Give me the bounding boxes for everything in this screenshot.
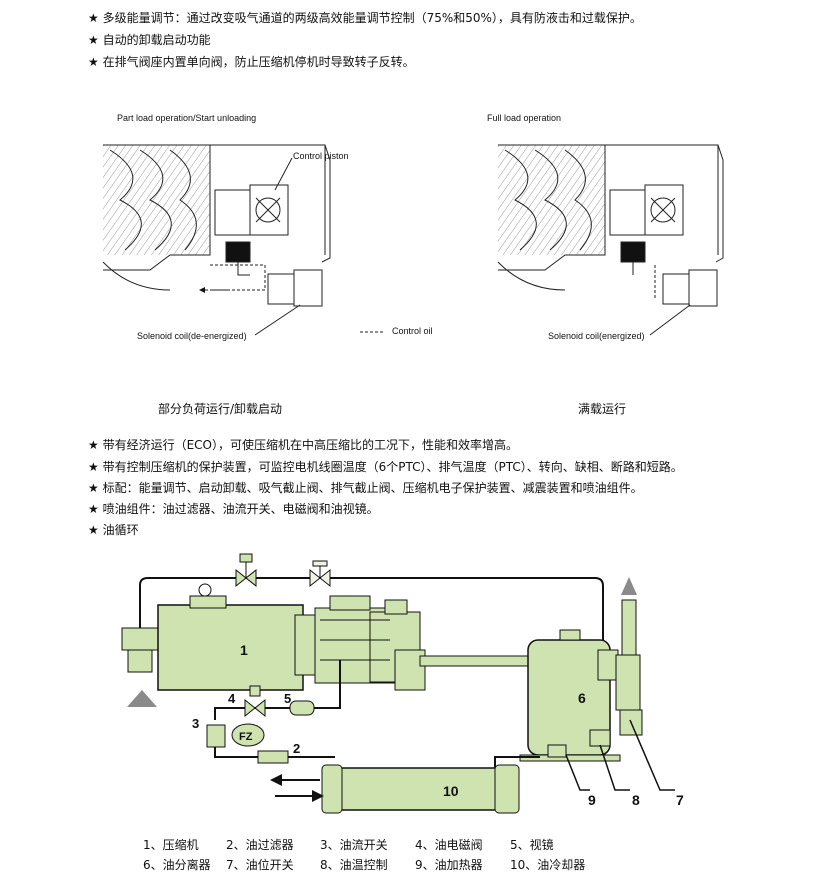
label-5: 5 bbox=[284, 691, 291, 706]
feature-oil-circulation: ★ 油循环 bbox=[88, 523, 139, 537]
feature-capacity-control: ★ 多级能量调节：通过改变吸气通道的两级高效能量调节控制（75%和50%），具有… bbox=[88, 11, 642, 25]
right-diagram-caption: 满载运行 bbox=[578, 402, 627, 416]
legend-sight-glass: 5、视镜 bbox=[510, 838, 554, 852]
feature-standard: ★ 标配：能量调节、启动卸载、吸气截止阀、排气截止阀、压缩机电子保护装置、减震装… bbox=[88, 481, 643, 495]
solenoid-coil-deenergized-label: Solenoid coil(de-energized) bbox=[137, 331, 247, 341]
fz-label: FZ bbox=[239, 731, 253, 743]
feature-check-valve: ★ 在排气阀座内置单向阀，防止压缩机停机时导致转子反转。 bbox=[88, 55, 415, 69]
feature-protection: ★ 带有控制压缩机的保护装置，可监控电机线圈温度（6个PTC）、排气温度（PTC… bbox=[88, 460, 683, 474]
label-10: 10 bbox=[443, 783, 459, 799]
feature-unload-start: ★ 自动的卸载启动功能 bbox=[88, 33, 211, 47]
solenoid-coil-energized-label: Solenoid coil(energized) bbox=[548, 331, 645, 341]
right-section-drawing bbox=[497, 144, 724, 336]
legend-oil-filter: 2、油过滤器 bbox=[226, 838, 294, 852]
feature-oil-injection: ★ 喷油组件：油过滤器、油流开关、电磁阀和油视镜。 bbox=[88, 502, 379, 516]
label-4: 4 bbox=[228, 691, 236, 706]
label-1: 1 bbox=[240, 642, 248, 658]
legend-oil-level-switch: 7、油位开关 bbox=[226, 858, 294, 872]
control-oil-label: Control oil bbox=[392, 326, 433, 336]
suction-solenoid-valve bbox=[235, 553, 257, 588]
left-diagram-title: Part load operation/Start unloading bbox=[117, 113, 257, 123]
control-piston-label: Control piston bbox=[293, 151, 349, 161]
right-diagram-title: Full load operation bbox=[487, 113, 562, 123]
label-7: 7 bbox=[676, 792, 684, 808]
legend-oil-separator: 6、油分离器 bbox=[143, 858, 211, 872]
legend-oil-temp-control: 8、油温控制 bbox=[320, 858, 388, 872]
legend-oil-solenoid: 4、油电磁阀 bbox=[415, 838, 483, 852]
feature-eco: ★ 带有经济运行（ECO），可使压缩机在中高压缩比的工况下，性能和效率增高。 bbox=[88, 438, 518, 452]
label-6: 6 bbox=[578, 690, 586, 706]
discharge-arrow-icon bbox=[621, 577, 637, 595]
oil-circulation-diagram bbox=[121, 553, 675, 814]
legend-compressor: 1、压缩机 bbox=[143, 838, 199, 852]
suction-arrow-icon bbox=[127, 690, 157, 707]
discharge-shutoff-valve bbox=[309, 560, 331, 588]
label-9: 9 bbox=[588, 792, 596, 808]
compressor-body bbox=[157, 604, 304, 691]
left-section-drawing bbox=[102, 144, 385, 336]
left-diagram-caption: 部分负荷运行/卸载启动 bbox=[158, 402, 283, 416]
label-8: 8 bbox=[632, 792, 640, 808]
legend-oil-flow-switch: 3、油流开关 bbox=[320, 838, 388, 852]
legend-oil-heater: 9、油加热器 bbox=[415, 858, 483, 872]
legend-oil-cooler: 10、油冷却器 bbox=[510, 858, 586, 872]
label-3: 3 bbox=[192, 716, 199, 731]
oil-cooler bbox=[334, 767, 506, 811]
label-2: 2 bbox=[293, 741, 300, 756]
